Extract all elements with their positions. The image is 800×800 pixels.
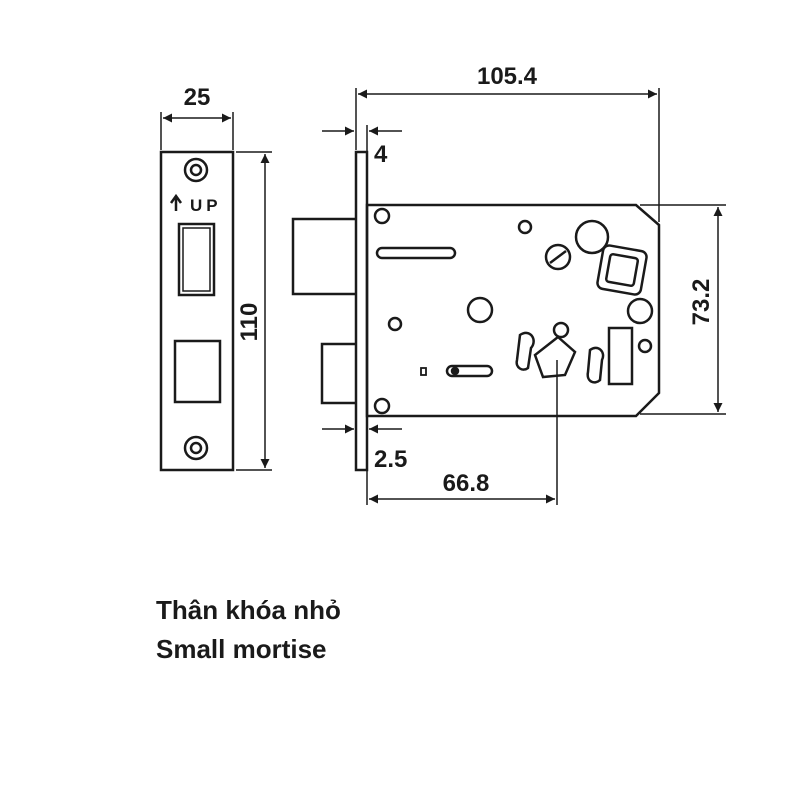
cylinder-hole [466, 296, 494, 324]
dim-strike-offset [322, 420, 402, 505]
case-screw-bottom-left [373, 397, 391, 415]
label-faceplate-height: 110 [236, 303, 263, 342]
dim-backset [369, 360, 558, 505]
small-mark [420, 367, 427, 376]
mechanism-disc-large [574, 219, 610, 255]
latch-slot [375, 246, 457, 260]
bottom-screw-hole-inner [189, 441, 203, 455]
deadbolt-opening [173, 339, 222, 404]
top-screw-hole-inner [189, 163, 203, 177]
caption-vietnamese: Thân khóa nhỏ [156, 595, 341, 625]
spindle-follower-outer [596, 244, 648, 296]
latch-opening-inner [182, 227, 211, 292]
follower-pin [626, 297, 654, 325]
lock-body-side-view [291, 150, 661, 472]
up-marking: UP [190, 196, 222, 215]
dim-faceplate-width [160, 112, 234, 150]
case-screw-right [637, 338, 653, 354]
faceplate-front-view [159, 150, 235, 472]
spindle-square [533, 335, 577, 379]
case-screw-mid-left [387, 316, 403, 332]
up-arrow-icon [169, 193, 183, 211]
label-backset: 66.8 [443, 470, 490, 497]
mechanism-disc-small [544, 243, 572, 271]
case-screw-top-left [373, 207, 391, 225]
mechanism-disc-small-slot [549, 250, 567, 264]
case-screw-top-mid [517, 219, 533, 235]
caption-english: Small mortise [156, 634, 327, 664]
case-body [365, 203, 661, 418]
label-faceplate-width: 25 [184, 84, 211, 111]
dim-overall-length [355, 88, 660, 222]
dim-faceplate-height [236, 151, 272, 471]
deadbolt-slot [445, 364, 494, 378]
dim-faceplate-thickness [322, 125, 402, 152]
top-screw-hole [183, 157, 209, 183]
label-body-height: 73.2 [688, 279, 715, 326]
faceplate-edge [354, 150, 369, 472]
latch-bolt [291, 217, 356, 296]
label-strike-offset: 2.5 [374, 446, 407, 473]
deadbolt-block [607, 326, 634, 386]
label-faceplate-thickness: 4 [374, 141, 388, 168]
cam-left [515, 331, 535, 371]
label-overall-length: 105.4 [477, 63, 538, 90]
cam-right [586, 346, 605, 384]
spindle-follower-inner [605, 253, 639, 287]
cam-hub [552, 321, 570, 339]
faceplate-outline [159, 150, 235, 472]
dim-body-height [640, 204, 726, 415]
latch-opening [177, 222, 216, 297]
deadbolt [320, 342, 356, 405]
bottom-screw-hole [183, 435, 209, 461]
deadbolt-slot-pin [450, 366, 460, 376]
